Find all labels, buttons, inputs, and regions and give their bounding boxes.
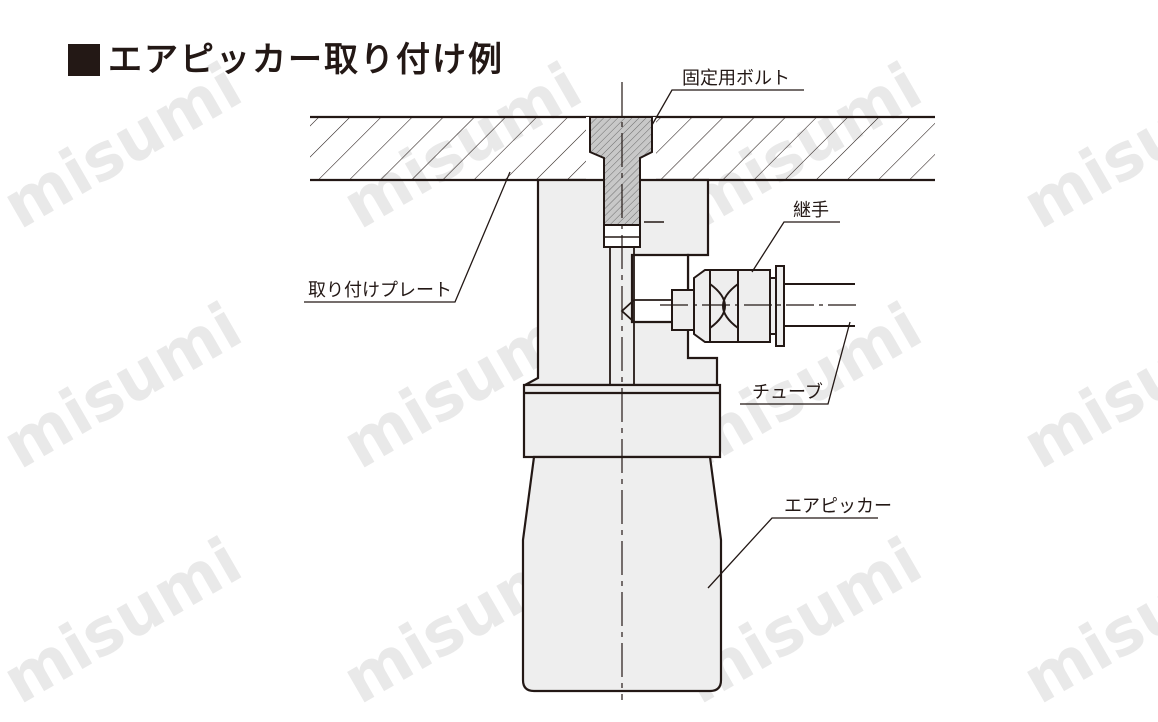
label-bolt: 固定用ボルト xyxy=(651,68,804,126)
page-title-text: エアピッカー取り付け例 xyxy=(108,40,504,80)
label-plate-text: 取り付けプレート xyxy=(308,280,452,301)
watermark-text: misumi xyxy=(0,524,254,718)
watermark-text: misumi xyxy=(1011,289,1158,484)
label-bolt-text: 固定用ボルト xyxy=(682,68,790,89)
label-tube: チューブ xyxy=(740,321,851,405)
air-tube xyxy=(660,283,858,327)
label-picker-text: エアピッカー xyxy=(784,496,892,517)
watermark-text: misumi xyxy=(1011,524,1158,718)
label-plate: 取り付けプレート xyxy=(304,171,511,303)
label-picker: エアピッカー xyxy=(707,496,892,589)
joint-fitting xyxy=(671,265,785,347)
title-marker-icon xyxy=(68,44,100,76)
label-tube-text: チューブ xyxy=(752,381,823,403)
picker-body-block xyxy=(524,178,719,387)
page-title: エアピッカー取り付け例 xyxy=(68,38,504,82)
watermark-text: misumi xyxy=(1011,49,1158,244)
watermark-text: misumi xyxy=(0,289,254,484)
label-fitting: 継手 xyxy=(751,200,840,273)
label-fitting-text: 継手 xyxy=(793,200,829,221)
